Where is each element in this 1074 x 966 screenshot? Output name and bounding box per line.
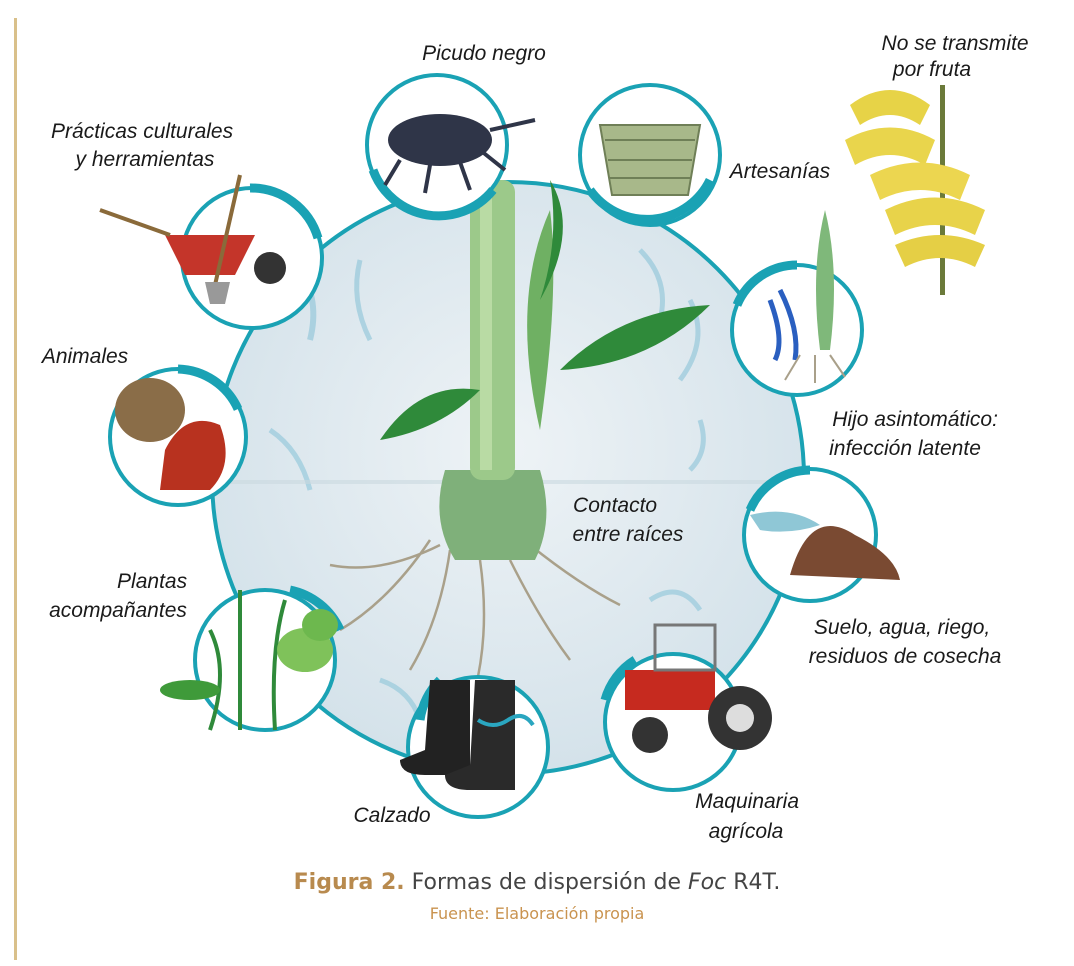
circle-plantas [160, 590, 340, 730]
circle-artesanias [580, 85, 720, 225]
banana-bunch-icon [845, 85, 985, 295]
figure-caption: Figura 2. Formas de dispersión de Foc R4… [0, 870, 1074, 895]
weevil-icon [388, 114, 492, 166]
figure-number: Figura 2. [294, 870, 405, 895]
dispersion-diagram: Picudo negro Prácticas culturales y herr… [0, 0, 1074, 866]
label-calzado: Calzado [353, 804, 430, 827]
circle-suelo [744, 469, 900, 601]
label-maquinaria: Maquinaria agrícola [695, 790, 805, 843]
label-fruta: No se transmite por fruta [882, 32, 1035, 81]
label-suelo: Suelo, agua, riego, residuos de cosecha [809, 616, 1002, 668]
label-artesanias: Artesanías [728, 160, 831, 183]
caption-text-after: R4T. [726, 870, 780, 895]
tractor-icon [625, 670, 715, 710]
circle-calzado [400, 677, 548, 817]
label-plantas: Plantas acompañantes [49, 570, 193, 622]
circle-hijo [732, 210, 862, 395]
sucker-plant-icon [816, 210, 834, 350]
label-picudo: Picudo negro [422, 42, 546, 65]
circle-animales [110, 369, 246, 505]
label-hijo: Hijo asintomático: infección latente [829, 408, 1004, 460]
label-animales: Animales [40, 345, 129, 368]
figure-source: Fuente: Elaboración propia [0, 904, 1074, 923]
caption-organism: Foc [688, 870, 726, 895]
circle-practicas [100, 175, 322, 328]
dog-icon [115, 378, 185, 442]
caption-text-before: Formas de dispersión de [405, 870, 688, 895]
label-practicas: Prácticas culturales y herramientas [51, 120, 239, 171]
